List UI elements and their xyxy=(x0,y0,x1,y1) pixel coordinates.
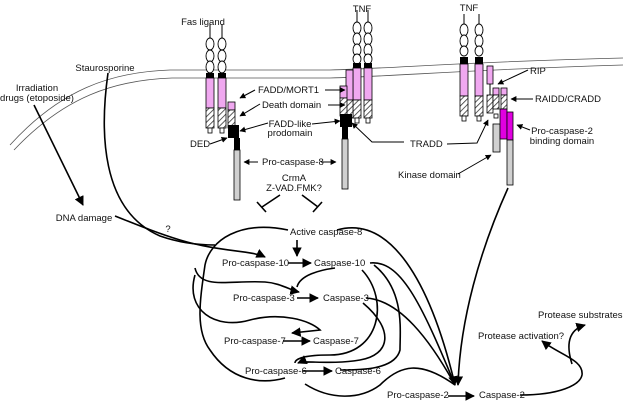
fadd-like-label-line2: prodomain xyxy=(268,128,313,139)
caspase-2-label: Caspase-2 xyxy=(479,390,525,401)
label-arrows xyxy=(209,69,533,213)
tnf-receptor-complex-2 xyxy=(459,14,514,186)
caspase-3-label: Caspase-3 xyxy=(323,293,369,304)
procaspase-2-label: Pro-caspase-2 xyxy=(387,390,449,401)
procaspase-8-label: Pro-caspase-8 xyxy=(262,157,324,168)
irradiation-label-line1: Irradiation xyxy=(16,83,58,94)
cascade-arrows xyxy=(192,187,586,401)
rip-label: RIP xyxy=(530,66,546,77)
procaspase-10-label: Pro-caspase-10 xyxy=(222,258,289,269)
fas-receptor-complex xyxy=(205,24,241,201)
tradd-label: TRADD xyxy=(410,139,443,150)
question-mark-label: ? xyxy=(165,224,170,235)
tnf-label-2: TNF xyxy=(460,3,479,14)
staurosporine-label: Staurosporine xyxy=(75,63,134,74)
caspase-6-label: Caspase-6 xyxy=(335,366,381,377)
protease-activation-label: Protease activation? xyxy=(478,331,564,342)
procaspase-6-label: Pro-caspase-6 xyxy=(245,366,307,377)
procaspase-7-label: Pro-caspase-7 xyxy=(224,336,286,347)
tnf-label-1: TNF xyxy=(353,4,372,15)
tnf-receptor-complex-1 xyxy=(339,10,373,190)
dna-damage-label: DNA damage xyxy=(56,213,113,224)
zvad-label: Z-VAD.FMK? xyxy=(266,183,322,194)
active-caspase-8-label: Active caspase-8 xyxy=(290,227,362,238)
raidd-cradd-label: RAIDD/CRADD xyxy=(535,94,601,105)
procaspase2-binding-label-line1: Pro-caspase-2 xyxy=(531,126,593,137)
inducer-paths xyxy=(33,72,266,258)
kinase-domain-label: Kinase domain xyxy=(398,170,461,181)
death-domain-label: Death domain xyxy=(262,100,321,111)
fas-ligand-label: Fas ligand xyxy=(181,17,225,28)
fadd-mort1-label: FADD/MORT1 xyxy=(258,85,319,96)
procaspase-3-label: Pro-caspase-3 xyxy=(233,293,295,304)
cell-membrane xyxy=(9,57,623,151)
caspase-7-label: Caspase-7 xyxy=(313,336,359,347)
caspase-10-label: Caspase-10 xyxy=(314,258,365,269)
procaspase2-binding-label-line2: binding domain xyxy=(530,136,594,147)
protease-substrates-label: Protease substrates? xyxy=(538,310,623,321)
crma-label: CrmA xyxy=(282,173,307,184)
fadd-like-label-line1: FADD-like xyxy=(269,119,312,130)
ded-label: DED xyxy=(190,139,210,150)
irradiation-label-line2: drugs (etoposide) xyxy=(0,93,74,104)
